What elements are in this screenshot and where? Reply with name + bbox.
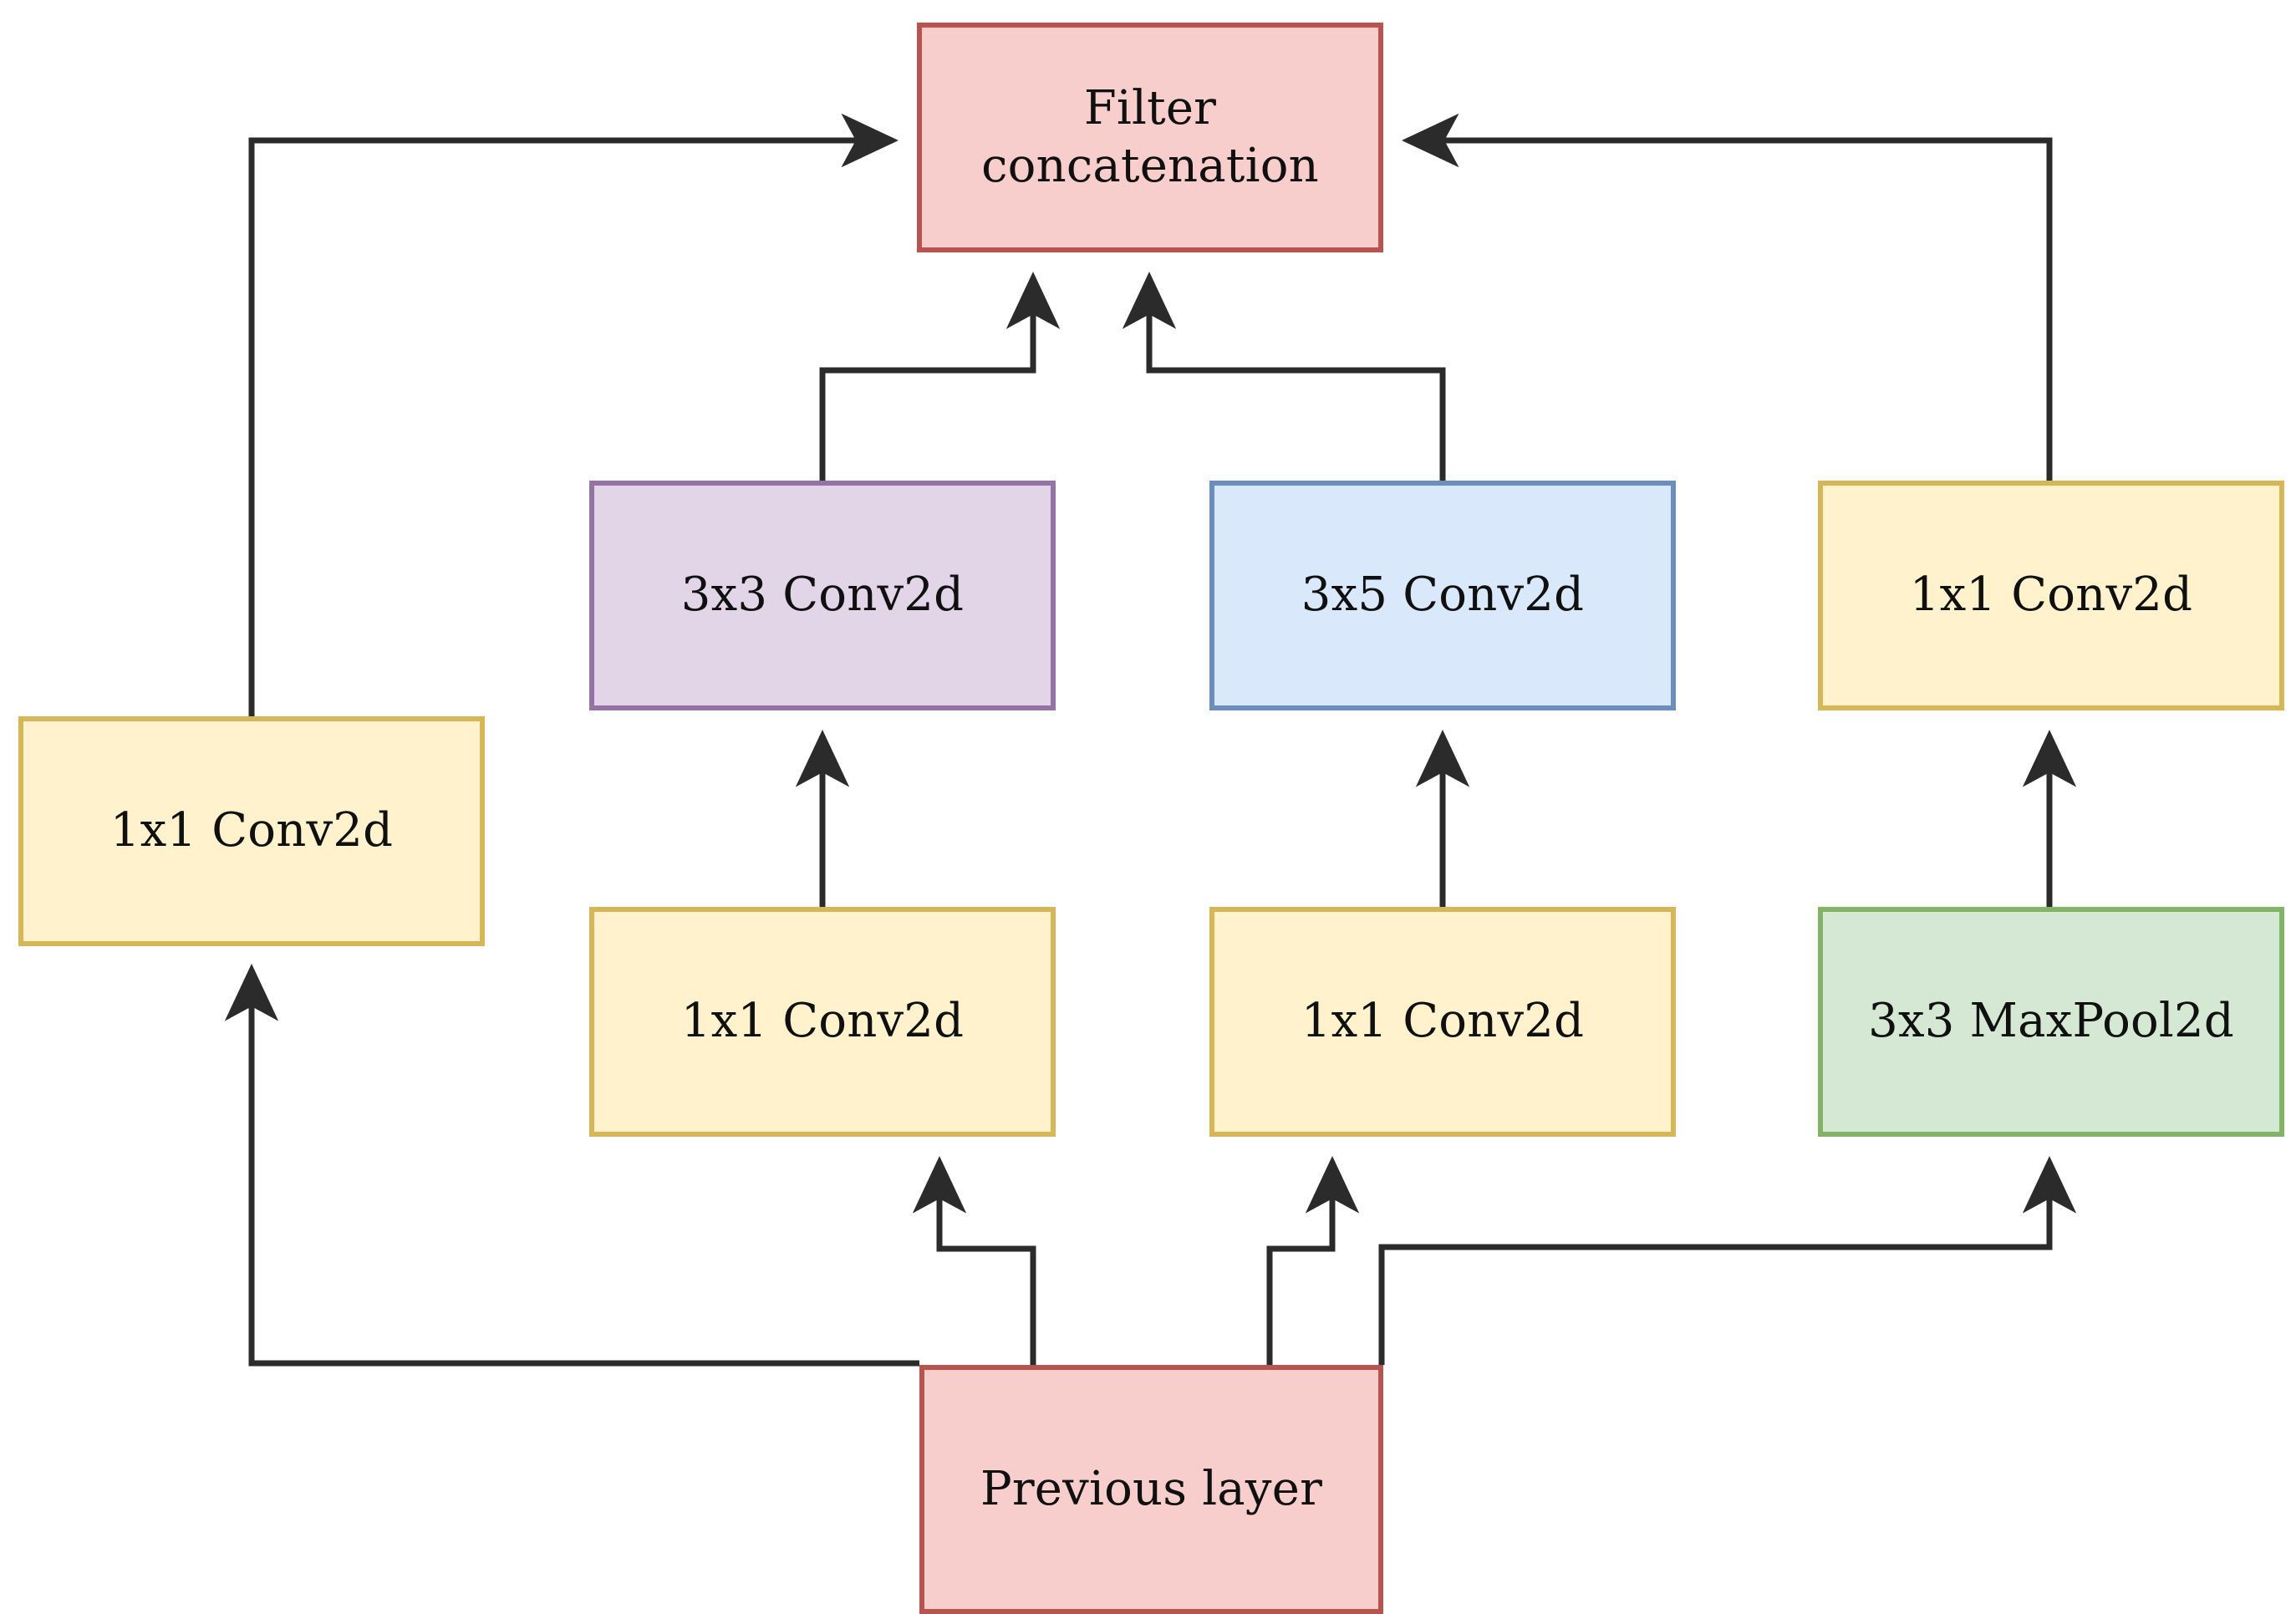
edge-right-1x1-to-concat <box>1401 113 2053 481</box>
node-label-conv-3x5: 3x5 Conv2d <box>1301 568 1585 623</box>
node-previous-layer[interactable]: Previous layer <box>919 1365 1383 1614</box>
node-conv-1x1-mid-left[interactable]: 1x1 Conv2d <box>589 907 1056 1137</box>
node-label-conv-1x1-mid-right: 1x1 Conv2d <box>1301 994 1585 1049</box>
node-conv-3x5[interactable]: 3x5 Conv2d <box>1209 481 1676 710</box>
edge-conv-3x3-to-concat <box>819 271 1061 481</box>
node-label-previous-layer: Previous layer <box>980 1461 1323 1516</box>
node-conv-1x1-left-top[interactable]: 1x1 Conv2d <box>18 716 485 946</box>
node-label-maxpool-3x3: 3x3 MaxPool2d <box>1868 994 2234 1049</box>
edge-previous-to-mid-right-1x1 <box>1266 1155 1360 1365</box>
node-conv-1x1-right-top[interactable]: 1x1 Conv2d <box>1818 481 2284 710</box>
edge-previous-to-maxpool <box>1378 1155 2077 1365</box>
node-conv-3x3[interactable]: 3x3 Conv2d <box>589 481 1056 710</box>
node-label-conv-1x1-mid-left: 1x1 Conv2d <box>680 994 965 1049</box>
edge-conv-3x5-to-concat <box>1122 271 1446 481</box>
node-filter-concatenation[interactable]: Filter concatenation <box>917 23 1383 252</box>
node-label-conv-1x1-right-top: 1x1 Conv2d <box>1909 568 2193 623</box>
node-maxpool-3x3[interactable]: 3x3 MaxPool2d <box>1818 907 2284 1137</box>
node-label-conv-1x1-left-top: 1x1 Conv2d <box>109 803 394 858</box>
edge-previous-to-mid-left-1x1 <box>912 1155 1036 1365</box>
node-label-filter-concatenation: Filter concatenation <box>981 81 1319 193</box>
node-conv-1x1-mid-right[interactable]: 1x1 Conv2d <box>1209 907 1676 1137</box>
node-label-conv-3x3: 3x3 Conv2d <box>680 568 965 623</box>
